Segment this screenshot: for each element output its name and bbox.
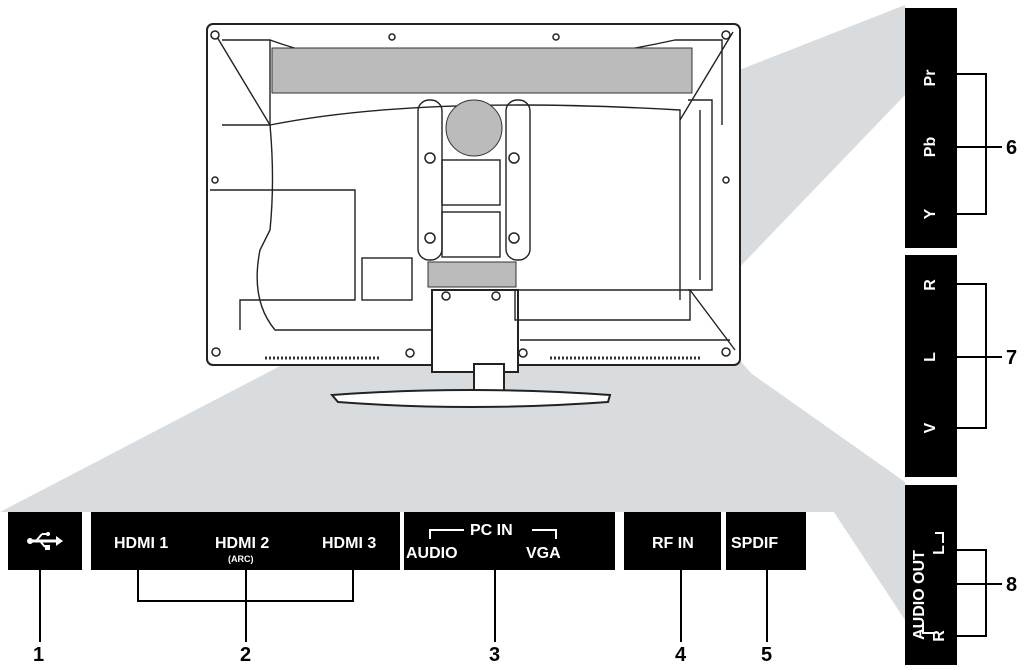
rf-in-label: RF IN	[652, 535, 694, 552]
callout-7: 7	[1006, 347, 1018, 369]
callout-3: 3	[489, 644, 501, 666]
pc-in-bracket	[429, 529, 557, 539]
vga-label: VGA	[526, 545, 561, 562]
pc-in-panel: PC IN AUDIO VGA	[404, 512, 615, 570]
leader-5	[766, 570, 768, 642]
hdmi-panel: HDMI 1 HDMI 2 (ARC) HDMI 3	[91, 512, 400, 570]
av-panel	[905, 255, 957, 477]
pc-in-label: PC IN	[470, 522, 513, 539]
spdif-label: SPDIF	[731, 535, 779, 552]
pb-label: Pb	[922, 136, 939, 158]
leader-hdmi3	[352, 570, 354, 602]
callout-2: 2	[240, 644, 252, 666]
zoom-fan-side-lower	[735, 362, 905, 620]
callout-6: 6	[1006, 137, 1018, 159]
callout-8: 8	[1006, 574, 1018, 596]
audio-out-label: AUDIO OUT	[911, 550, 928, 640]
hdmi2-label: HDMI 2	[215, 535, 270, 552]
audio-out-r-label: R	[931, 630, 948, 642]
leader-hdmi1	[137, 570, 139, 602]
spdif-panel: SPDIF	[726, 512, 806, 570]
zoom-fan-side	[688, 5, 905, 300]
callout-4: 4	[675, 644, 687, 666]
leader-hdmi-bar	[137, 600, 354, 602]
rf-in-panel: RF IN	[624, 512, 721, 570]
usb-icon	[27, 532, 63, 550]
y-label: Y	[922, 208, 939, 220]
v-label: V	[922, 422, 939, 434]
l-label: L	[922, 352, 939, 362]
leader-hdmi2	[245, 570, 247, 642]
hdmi1-label: HDMI 1	[114, 535, 169, 552]
side-leaders	[957, 73, 1002, 637]
tv-back	[206, 23, 741, 408]
audio-out-panel	[905, 485, 957, 665]
pr-label: Pr	[922, 69, 939, 87]
component-panel	[905, 8, 957, 248]
leader-1	[39, 570, 41, 642]
callout-5: 5	[761, 644, 773, 666]
usb-panel	[8, 512, 82, 570]
leader-4	[680, 570, 682, 642]
r-label: R	[922, 279, 939, 291]
callout-1: 1	[33, 644, 45, 666]
hdmi2-arc-label: (ARC)	[228, 554, 254, 564]
zoom-fan-bottom	[0, 340, 870, 512]
audio-out-bracket	[922, 532, 944, 634]
audio-label: AUDIO	[406, 545, 458, 562]
hdmi3-label: HDMI 3	[322, 535, 377, 552]
leader-3	[494, 570, 496, 642]
audio-out-l-label: L	[931, 545, 948, 555]
